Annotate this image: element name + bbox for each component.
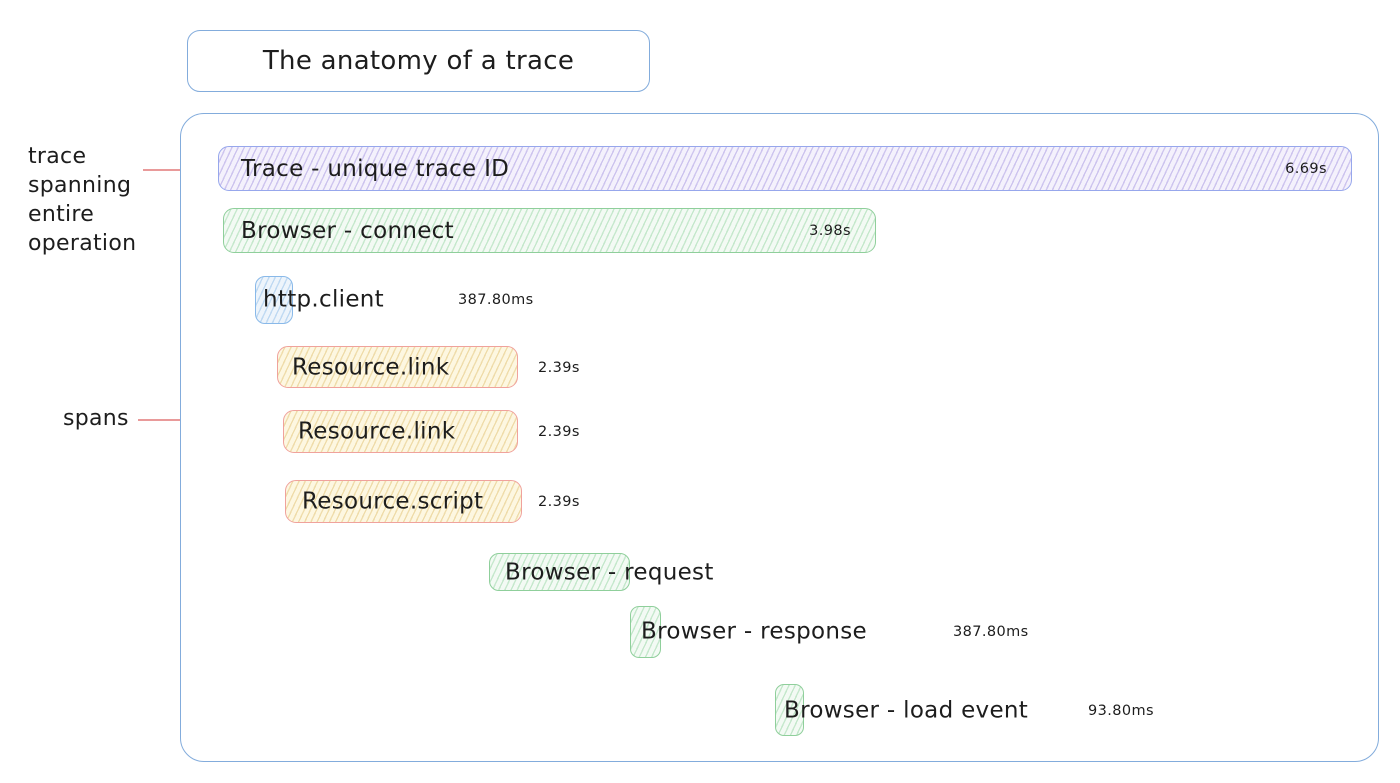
span-bar-resource-script bbox=[285, 480, 522, 523]
span-label-trace: Trace - unique trace ID bbox=[241, 155, 510, 182]
span-label-browser-response: Browser - response bbox=[641, 618, 867, 645]
span-duration-browser-connect: 3.98s bbox=[809, 222, 851, 239]
span-duration-resource-link-1: 2.39s bbox=[538, 359, 580, 376]
span-duration-http-client: 387.80ms bbox=[458, 291, 534, 308]
span-label-browser-connect: Browser - connect bbox=[241, 217, 454, 244]
span-bar-browser-load-event bbox=[775, 684, 804, 736]
spans-annotation-connector-line bbox=[138, 419, 211, 421]
span-duration-resource-script: 2.39s bbox=[538, 493, 580, 510]
trace-annotation-line: entire bbox=[28, 202, 95, 227]
trace-annotation-connector-line bbox=[143, 169, 208, 171]
span-bar-trace: Trace - unique trace ID 6.69s bbox=[218, 146, 1352, 191]
span-bar-resource-link-2 bbox=[283, 410, 518, 453]
span-label-browser-request: Browser - request bbox=[505, 559, 714, 586]
span-bar-resource-link-1 bbox=[277, 346, 518, 388]
span-duration-resource-link-2: 2.39s bbox=[538, 423, 580, 440]
span-label-resource-link-1: Resource.link bbox=[292, 354, 450, 381]
span-duration-trace: 6.69s bbox=[1285, 160, 1327, 177]
span-label-resource-link-2: Resource.link bbox=[298, 418, 456, 445]
title-box: The anatomy of a trace bbox=[187, 30, 650, 92]
trace-annotation-line: spanning bbox=[28, 173, 132, 198]
span-label-browser-load-event: Browser - load event bbox=[784, 697, 1029, 724]
span-bar-browser-request bbox=[489, 553, 630, 591]
span-label-http-client: http.client bbox=[263, 286, 384, 313]
trace-annotation: trace spanning entire operation bbox=[28, 142, 136, 258]
diagram-title: The anatomy of a trace bbox=[262, 46, 575, 76]
span-duration-browser-response: 387.80ms bbox=[953, 623, 1029, 640]
trace-annotation-line: operation bbox=[28, 231, 137, 256]
trace-annotation-line: trace bbox=[28, 144, 87, 169]
spans-annotation: spans bbox=[63, 406, 129, 431]
span-bar-http-client bbox=[255, 276, 293, 324]
span-duration-browser-load-event: 93.80ms bbox=[1088, 702, 1154, 719]
span-bar-browser-response bbox=[630, 606, 661, 658]
span-label-resource-script: Resource.script bbox=[302, 488, 484, 515]
span-bar-browser-connect: Browser - connect 3.98s bbox=[223, 208, 876, 253]
